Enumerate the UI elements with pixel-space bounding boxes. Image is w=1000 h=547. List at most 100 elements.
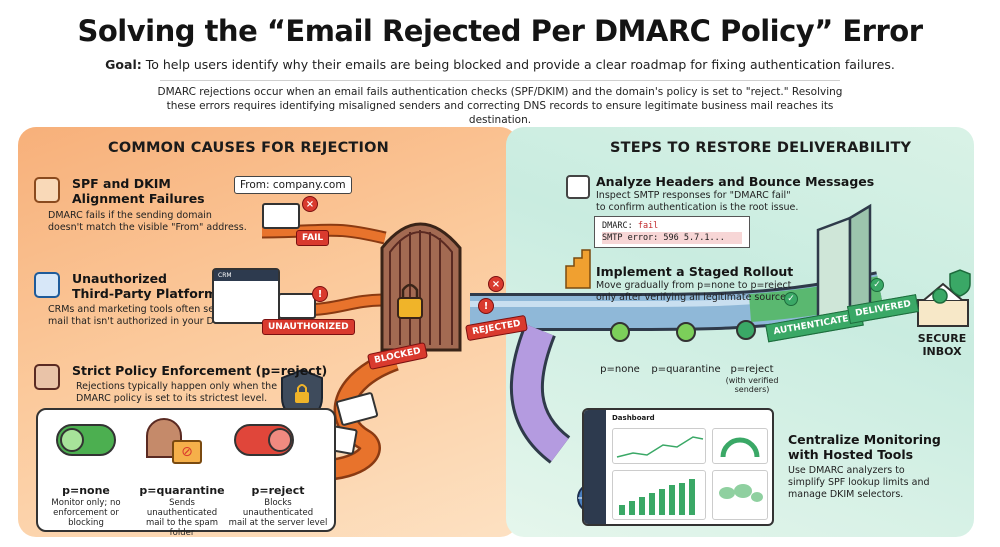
cause-3-desc-line-2: DMARC policy is set to its strictest lev… bbox=[76, 393, 268, 404]
steps-heading: STEPS TO RESTORE DELIVERABILITY bbox=[610, 140, 912, 156]
cause-1-desc-line-1: DMARC fails if the sending domain bbox=[48, 210, 212, 221]
stage-dot-none bbox=[610, 322, 630, 342]
code-line-1-value: fail bbox=[637, 221, 659, 231]
dashboard-line-chart bbox=[612, 428, 706, 464]
check-icon: ✓ bbox=[870, 278, 884, 292]
stage-quarantine-label: p=quarantine bbox=[651, 364, 721, 375]
stage-reject-sub: (with verified senders) bbox=[716, 376, 788, 394]
dashboard-map-graphic bbox=[719, 484, 763, 502]
cause-2-desc-line-1: CRMs and marketing tools often send bbox=[48, 304, 227, 315]
cloud-users-icon bbox=[34, 272, 60, 298]
step-3-title-line-1: Centralize Monitoring bbox=[788, 432, 941, 447]
policy-reject-desc-line-2: mail at the server level bbox=[228, 518, 328, 528]
warning-icon: ! bbox=[478, 298, 494, 314]
step-2-desc: Move gradually from p=none to p=reject o… bbox=[596, 280, 794, 304]
dashboard-title: Dashboard bbox=[612, 414, 655, 422]
step-3-desc-line-1: Use DMARC analyzers to bbox=[788, 465, 905, 476]
smtp-error-snippet: DMARC: fail SMTP error: 596 5.7.1... bbox=[594, 216, 750, 248]
code-line-1-key: DMARC: bbox=[602, 221, 638, 231]
step-2-title: Implement a Staged Rollout bbox=[596, 264, 794, 279]
cause-1-title-line-2: Alignment Failures bbox=[72, 191, 205, 206]
cause-2-title-line-2: Third-Party Platforms bbox=[72, 286, 225, 301]
dashboard-line-graphic bbox=[616, 436, 704, 458]
toggle-reject bbox=[234, 424, 294, 456]
step-1-desc: Inspect SMTP responses for "DMARC fail" … bbox=[596, 190, 798, 214]
cause-3-desc: Rejections typically happen only when th… bbox=[76, 381, 277, 405]
envelope-icon bbox=[262, 203, 300, 229]
toggle-knob bbox=[60, 428, 84, 452]
page-title: Solving the “Email Rejected Per DMARC Po… bbox=[77, 14, 923, 48]
header-divider bbox=[160, 80, 840, 81]
stage-dot-reject bbox=[736, 320, 756, 340]
cause-1-desc: DMARC fails if the sending domain doesn'… bbox=[48, 210, 247, 234]
gate-icon bbox=[34, 364, 60, 390]
cause-1-desc-line-2: doesn't match the visible "From" address… bbox=[48, 222, 247, 233]
causes-heading: COMMON CAUSES FOR REJECTION bbox=[108, 140, 389, 156]
monitoring-dashboard: Dashboard bbox=[582, 408, 774, 526]
step-3-desc: Use DMARC analyzers to simplify SPF look… bbox=[788, 465, 930, 501]
step-3-title: Centralize Monitoring with Hosted Tools bbox=[788, 432, 941, 462]
policy-none-desc: Monitor only; no enforcement or blocking bbox=[40, 498, 132, 528]
stage-none-label: p=none bbox=[600, 364, 640, 375]
goal-text: To help users identify why their emails … bbox=[141, 57, 895, 72]
crm-window-title: CRM bbox=[214, 270, 278, 281]
policy-quarantine-label: p=quarantine bbox=[139, 484, 225, 497]
cause-2-title-line-1: Unauthorized bbox=[72, 271, 167, 286]
step-1-desc-line-2: to confirm authentication is the root is… bbox=[596, 202, 799, 213]
policy-quarantine-desc: Sends unauthenticated mail to the spam f… bbox=[134, 498, 230, 538]
step-3-desc-line-2: simplify SPF lookup limits and bbox=[788, 477, 930, 488]
step-1-desc-line-1: Inspect SMTP responses for "DMARC fail" bbox=[596, 190, 791, 201]
dashboard-gauge-graphic bbox=[720, 437, 760, 458]
stage-dot-quarantine bbox=[676, 322, 696, 342]
dashboard-sidebar bbox=[584, 410, 606, 524]
warning-icon: ! bbox=[312, 286, 328, 302]
policy-reject-desc: Blocks unauthenticated mail at the serve… bbox=[228, 498, 328, 528]
policy-none-desc-line-2: enforcement or blocking bbox=[53, 508, 119, 528]
secure-inbox-label: SECURE INBOX bbox=[906, 332, 978, 358]
cause-3-desc-line-1: Rejections typically happen only when th… bbox=[76, 381, 278, 392]
cause-2-desc-line-2: mail that isn't authorized in your DNS. bbox=[48, 316, 231, 327]
step-2-desc-line-2: only after verifying all legitimate sour… bbox=[596, 292, 794, 303]
policy-reject-label: p=reject bbox=[251, 484, 305, 497]
id-card-icon bbox=[34, 177, 60, 203]
from-address-label: From: company.com bbox=[234, 176, 352, 194]
cause-3-title: Strict Policy Enforcement (p=reject) bbox=[72, 363, 328, 378]
secure-inbox-label-line-1: SECURE bbox=[917, 332, 967, 345]
spam-folder-icon: ⊘ bbox=[172, 440, 202, 464]
check-icon: ✓ bbox=[784, 292, 798, 306]
crm-window: CRM bbox=[212, 268, 280, 324]
policy-none-desc-line-1: Monitor only; no bbox=[51, 498, 121, 508]
stage-reject-sub-line-2: senders) bbox=[734, 385, 770, 394]
fail-x-icon: × bbox=[488, 276, 504, 292]
step-3-title-line-2: with Hosted Tools bbox=[788, 447, 914, 462]
dashboard-map bbox=[712, 470, 768, 520]
dashboard-bar-chart bbox=[612, 470, 706, 520]
envelope-icon bbox=[278, 293, 316, 319]
policy-quarantine-desc-line-2: mail to the spam folder bbox=[145, 518, 219, 538]
toggle-none bbox=[56, 424, 116, 456]
cause-2-desc: CRMs and marketing tools often send mail… bbox=[48, 304, 230, 328]
goal-line: Goal: To help users identify why their e… bbox=[0, 57, 1000, 72]
code-line-1: DMARC: fail bbox=[602, 220, 742, 232]
stage-reject-label: p=reject bbox=[730, 364, 774, 375]
stage-reject-sub-line-1: (with verified bbox=[725, 376, 779, 385]
cause-2-title: Unauthorized Third-Party Platforms bbox=[72, 271, 224, 301]
secure-inbox-label-line-2: INBOX bbox=[922, 345, 962, 358]
step-1-title: Analyze Headers and Bounce Messages bbox=[596, 174, 875, 189]
policy-reject-desc-line-1: Blocks unauthenticated bbox=[242, 498, 314, 518]
cause-1-title: SPF and DKIM Alignment Failures bbox=[72, 176, 205, 206]
document-search-icon bbox=[566, 175, 590, 199]
dashboard-gauge bbox=[712, 428, 768, 464]
cause-1-title-line-1: SPF and DKIM bbox=[72, 176, 171, 191]
step-2-desc-line-1: Move gradually from p=none to p=reject bbox=[596, 280, 792, 291]
toggle-knob bbox=[268, 428, 292, 452]
intro-paragraph: DMARC rejections occur when an email fai… bbox=[157, 86, 843, 126]
fail-tag: FAIL bbox=[296, 230, 330, 246]
code-line-2: SMTP error: 596 5.7.1... bbox=[602, 232, 742, 244]
fail-x-icon: × bbox=[302, 196, 318, 212]
policy-quarantine-desc-line-1: Sends unauthenticated bbox=[146, 498, 218, 518]
step-3-desc-line-3: manage DKIM selectors. bbox=[788, 489, 904, 500]
policy-none-label: p=none bbox=[62, 484, 110, 497]
dashboard-bar-graphic bbox=[619, 479, 695, 515]
